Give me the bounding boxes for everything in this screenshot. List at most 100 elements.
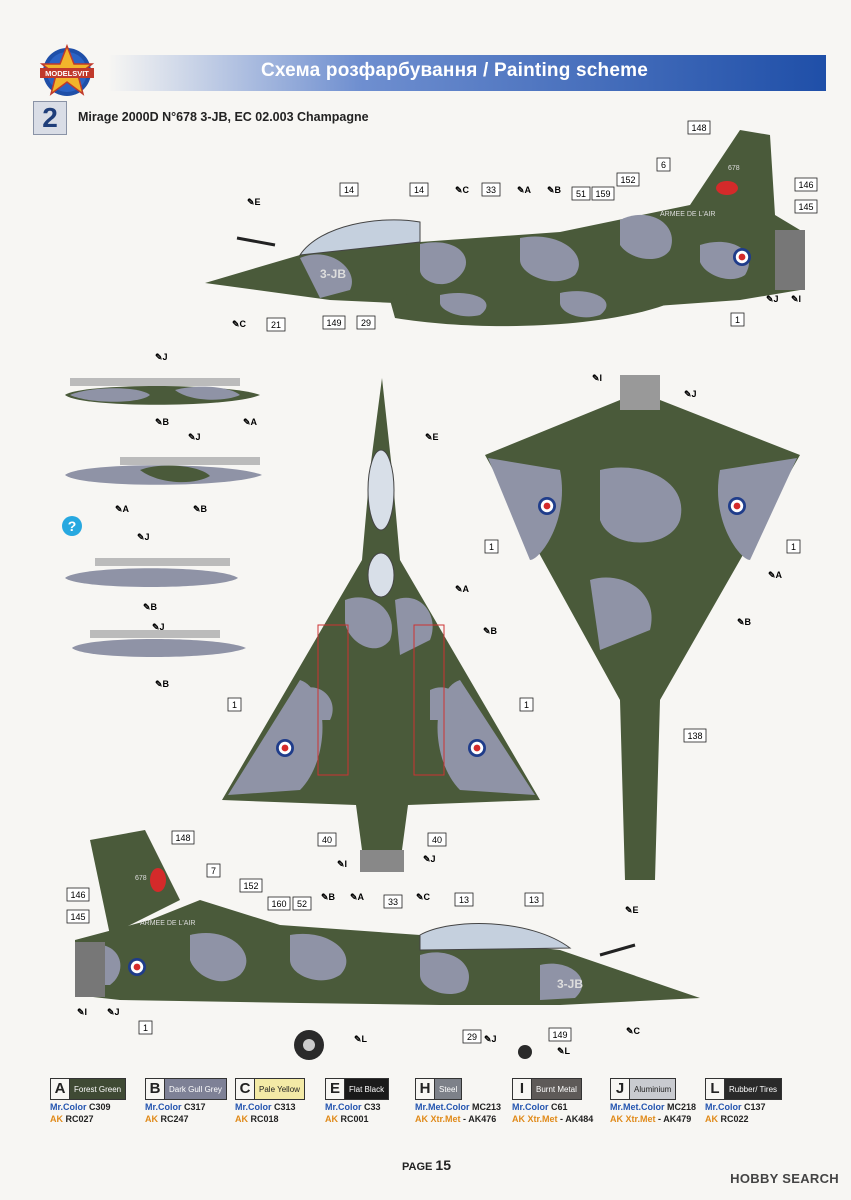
side-view-top: 3-JB ARMEE DE L'AIR 678 <box>205 130 805 327</box>
paint-marker: ✎L <box>354 1034 368 1044</box>
callout-box: 145 <box>794 199 818 214</box>
paint-marker: ✎A <box>517 185 532 195</box>
callout-label: 160 <box>271 899 286 909</box>
legend-swatch: Burnt Metal <box>532 1078 582 1100</box>
paint-marker: ✎A <box>243 417 258 427</box>
paint-marker: ✎C <box>232 319 247 329</box>
callout-label: 14 <box>344 185 354 195</box>
bottom-view <box>485 375 800 880</box>
callout-box: 1 <box>138 1020 153 1035</box>
page-number: PAGE 15 <box>402 1157 451 1173</box>
paint-marker: ✎E <box>425 432 439 442</box>
legend-swatch: Dark Gull Grey <box>165 1078 227 1100</box>
callout-box: 138 <box>683 728 707 743</box>
callout-label: 148 <box>691 123 706 133</box>
legend-swatch: Forest Green <box>70 1078 127 1100</box>
paint-marker: ✎B <box>321 892 336 902</box>
paint-marker: ✎B <box>143 602 158 612</box>
callout-label: 40 <box>432 835 442 845</box>
legend-letter: L <box>705 1078 725 1100</box>
callout-label: 159 <box>595 189 610 199</box>
paint-marker: ✎A <box>455 584 470 594</box>
callout-label: 145 <box>798 202 813 212</box>
callout-label: 149 <box>326 318 341 328</box>
callout-label: 33 <box>486 185 496 195</box>
callout-box: 33 <box>383 894 403 909</box>
scheme-number: 2 <box>33 101 67 135</box>
paint-marker: ✎B <box>483 626 498 636</box>
paint-marker: ✎J <box>423 854 436 864</box>
callout-label: 13 <box>529 895 539 905</box>
callout-box: 40 <box>427 832 447 847</box>
paint-marker: ✎A <box>768 570 783 580</box>
legend-ak: AK Xtr.Met - AK484 <box>512 1114 594 1124</box>
paint-marker: ✎J <box>155 352 168 362</box>
callout-box: 1 <box>519 697 534 712</box>
callout-box: 160 <box>267 896 291 911</box>
paint-marker: ✎J <box>152 622 165 632</box>
legend-swatch: Aluminium <box>630 1078 677 1100</box>
paint-marker: ✎B <box>193 504 208 514</box>
callout-label: 52 <box>297 899 307 909</box>
callout-label: 1 <box>524 700 529 710</box>
paint-marker: ✎B <box>547 185 562 195</box>
callout-label: 1 <box>791 542 796 552</box>
paint-marker: ✎I <box>77 1007 87 1017</box>
callout-label: 1 <box>489 542 494 552</box>
callout-box: 21 <box>266 317 286 332</box>
legend-mr: Mr.Color C137 <box>705 1102 766 1112</box>
callout-label: 1 <box>143 1023 148 1033</box>
callout-box: 159 <box>591 186 615 201</box>
paint-marker: ✎A <box>115 504 130 514</box>
legend-mr: Mr.Color C317 <box>145 1102 206 1112</box>
callout-box: 29 <box>356 315 376 330</box>
legend-mr: Mr.Met.Color MC213 <box>415 1102 502 1112</box>
callout-box: 13 <box>454 892 474 907</box>
callout-box: 148 <box>687 120 711 135</box>
callout-box: 149 <box>322 315 346 330</box>
callout-box: 149 <box>548 1027 572 1042</box>
callout-box: 146 <box>66 887 90 902</box>
legend-letter: E <box>325 1078 345 1100</box>
callout-box: 1 <box>730 312 745 327</box>
legend-ak: AK RC022 <box>705 1114 749 1124</box>
callout-label: 29 <box>467 1032 477 1042</box>
callout-box: 33 <box>481 182 501 197</box>
scheme-title: Mirage 2000D N°678 3-JB, EC 02.003 Champ… <box>78 110 369 124</box>
paint-marker: ✎L <box>557 1046 571 1056</box>
callout-label: 14 <box>414 185 424 195</box>
callout-box: 40 <box>317 832 337 847</box>
callout-label: 51 <box>576 189 586 199</box>
legend-letter: H <box>415 1078 435 1100</box>
callout-label: 138 <box>687 731 702 741</box>
armee-bottom: ARMEE DE L'AIR <box>140 920 195 927</box>
callout-box: 14 <box>339 182 359 197</box>
callout-box: 152 <box>239 878 263 893</box>
page-num: 15 <box>435 1157 451 1173</box>
callout-box: 13 <box>524 892 544 907</box>
callout-label: 6 <box>661 160 666 170</box>
callout-box: 1 <box>484 539 499 554</box>
tail-number-top: 678 <box>728 165 740 172</box>
legend-mr: Mr.Color C309 <box>50 1102 111 1112</box>
paint-marker: ✎E <box>625 905 639 915</box>
page-label: PAGE <box>402 1161 433 1173</box>
paint-marker: ✎I <box>337 859 347 869</box>
legend-ak: AK RC027 <box>50 1114 94 1124</box>
callout-label: 1 <box>232 700 237 710</box>
callout-label: 1 <box>735 315 740 325</box>
callout-label: 33 <box>388 897 398 907</box>
tail-code-bottom: 3-JB <box>557 977 583 991</box>
callout-box: 52 <box>292 896 312 911</box>
legend-ak: AK RC247 <box>145 1114 189 1124</box>
legend-swatch: Steel <box>435 1078 463 1100</box>
legend-ak: AK Xtr.Met - AK479 <box>610 1114 692 1124</box>
